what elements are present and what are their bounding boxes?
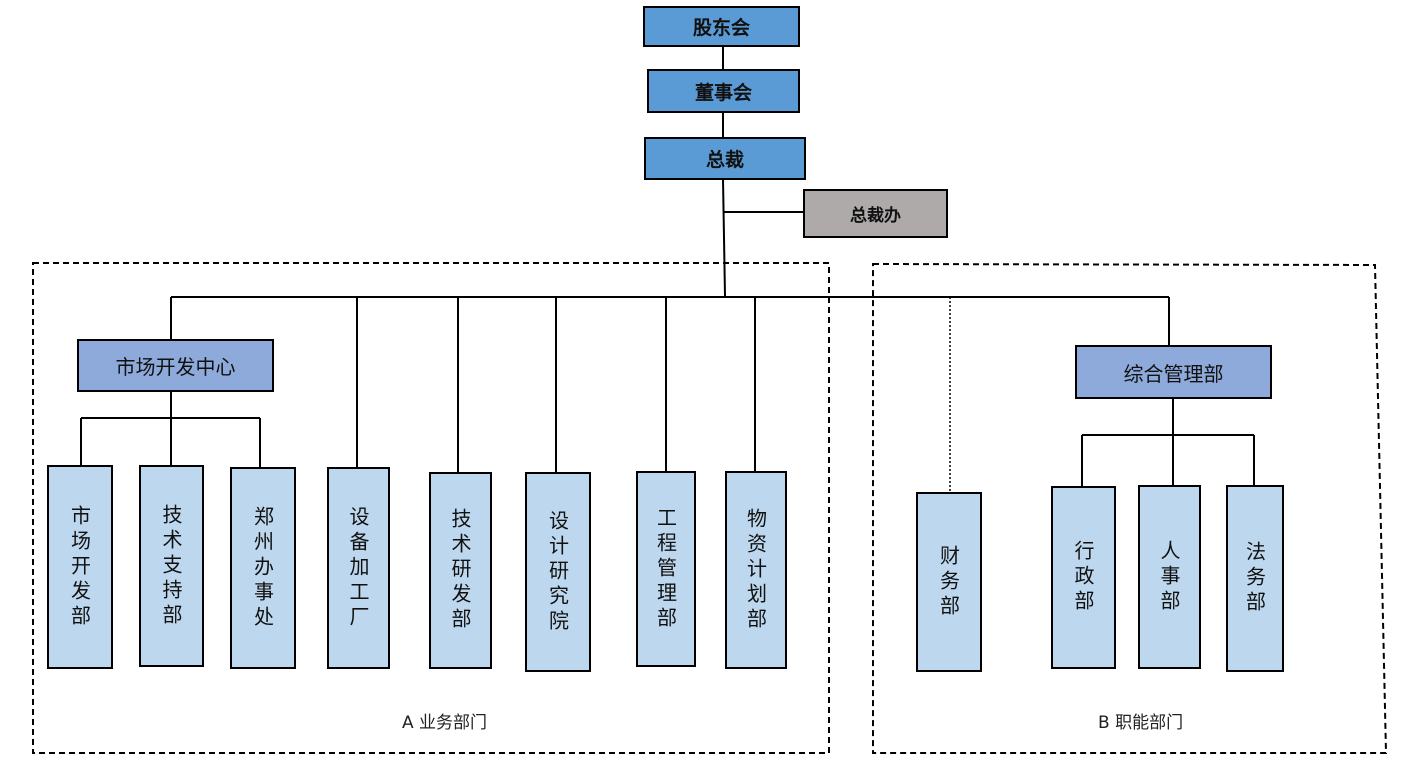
- node-shareholders: 股东会: [643, 6, 800, 47]
- node-dept: 物资计划部: [725, 471, 787, 669]
- node-market-center: 市场开发中心: [77, 339, 274, 392]
- node-dept: 设计研究院: [525, 472, 591, 672]
- node-general-mgmt: 综合管理部: [1075, 345, 1272, 399]
- group-a-border: [32, 262, 830, 754]
- node-dept: 法务部: [1226, 485, 1284, 672]
- group-b-border: [872, 262, 1388, 754]
- group-a-label: A 业务部门: [402, 713, 488, 733]
- node-president-office: 总裁办: [803, 189, 948, 238]
- node-dept: 工程管理部: [636, 471, 696, 667]
- node-dept: 技术研发部: [429, 472, 492, 669]
- group-b-label: B 职能部门: [1098, 713, 1184, 733]
- node-dept: 市场开发部: [47, 465, 113, 669]
- node-dept: 郑州办事处: [230, 467, 296, 669]
- node-dept: 行政部: [1051, 486, 1116, 669]
- node-dept: 人事部: [1138, 485, 1201, 669]
- node-dept: 设备加工厂: [327, 467, 390, 669]
- node-president: 总裁: [644, 137, 806, 180]
- node-dept: 财务部: [916, 492, 982, 672]
- connector-president-trunk: [722, 178, 726, 297]
- node-dept: 技术支持部: [139, 465, 204, 667]
- node-board: 董事会: [647, 69, 800, 113]
